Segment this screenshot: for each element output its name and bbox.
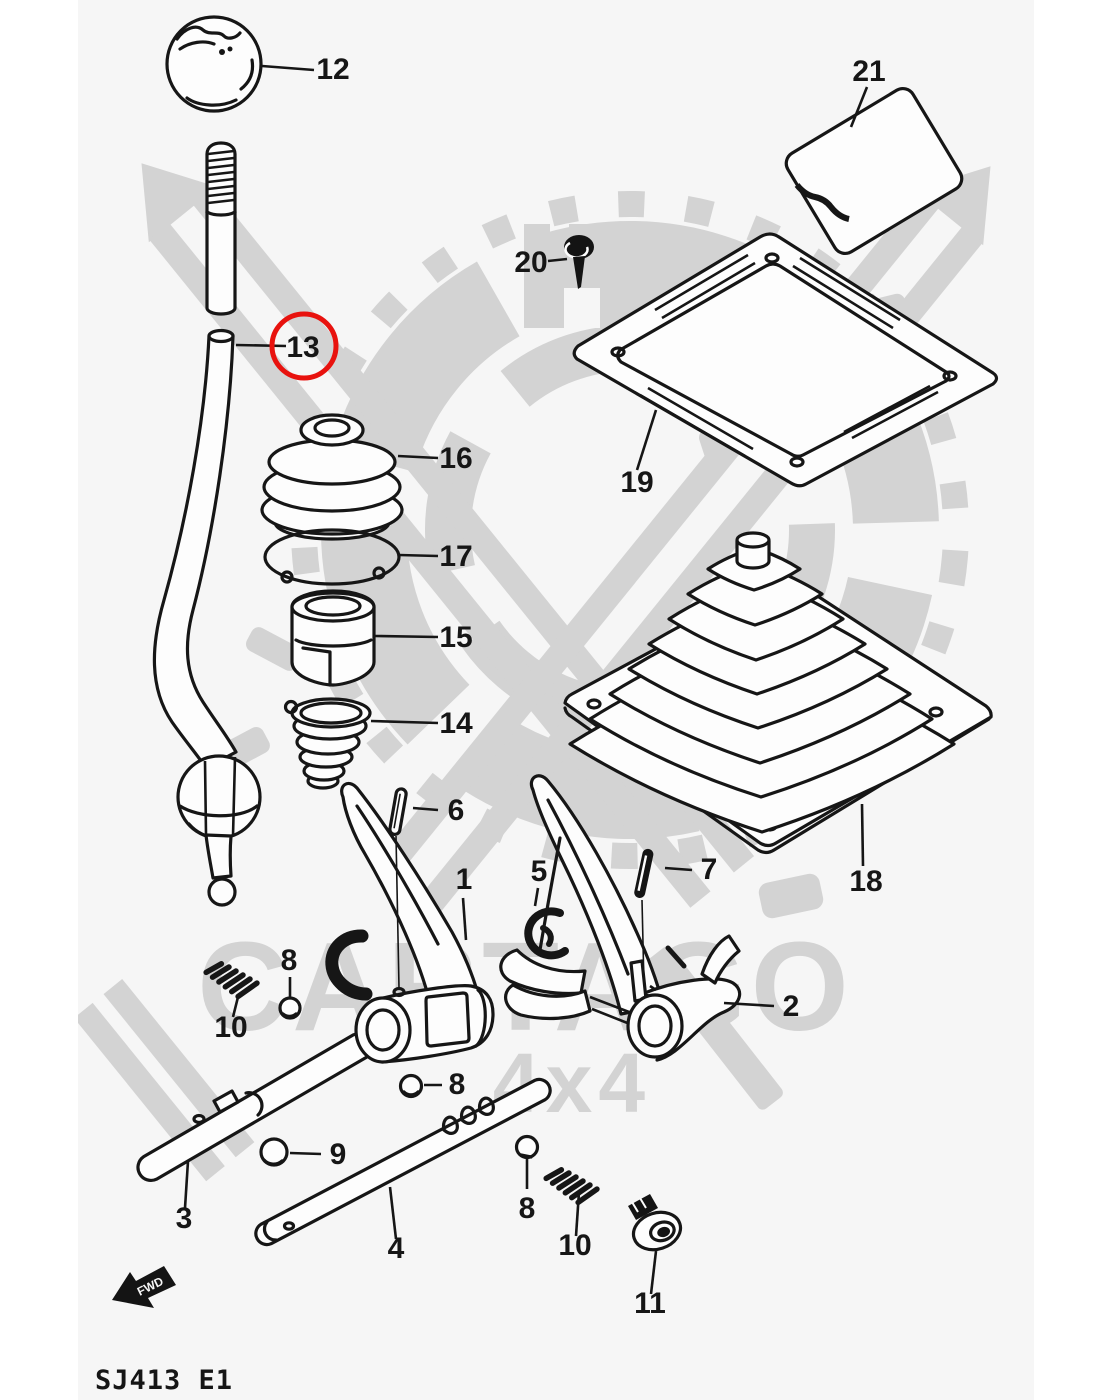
part-8-ball-a — [278, 996, 302, 1020]
part-4-fork-shaft — [254, 1077, 552, 1247]
part-21-label-card — [784, 86, 964, 256]
part-19-plate-frame — [572, 232, 999, 488]
bellows — [568, 531, 956, 834]
part-18-boot-assembly — [563, 531, 993, 855]
part-callout-7: 7 — [701, 853, 718, 886]
lever-threaded-stud — [205, 141, 237, 316]
callout-8b: 8 — [424, 1068, 465, 1101]
part-callout-11: 11 — [634, 1287, 666, 1320]
part-callout-12: 12 — [316, 53, 349, 86]
part-callout-17: 17 — [439, 540, 472, 573]
callout-12: 12 — [261, 53, 350, 86]
part-12-shift-knob — [165, 15, 263, 113]
callout-3: 3 — [176, 1160, 193, 1235]
part-2-shift-fork — [499, 774, 742, 1062]
part-10-spring-b — [543, 1167, 600, 1206]
highlight-circle — [269, 311, 339, 381]
part-callout-10a: 10 — [214, 1011, 247, 1044]
part-callout-8a: 8 — [281, 944, 298, 977]
card-text-squiggle — [794, 183, 850, 222]
part-15-lever-seat — [290, 589, 376, 687]
callout-20: 20 — [514, 246, 568, 279]
part-6-fork-pin — [388, 787, 408, 998]
part-8-ball-c — [514, 1134, 540, 1160]
part-callout-10b: 10 — [558, 1229, 591, 1262]
part-callout-19: 19 — [620, 466, 653, 499]
callout-1: 1 — [456, 863, 473, 941]
callout-8c: 8 — [519, 1158, 536, 1225]
part-callout-5: 5 — [531, 855, 548, 888]
fwd-direction-marker: FWD — [112, 1266, 176, 1308]
callout-17: 17 — [398, 540, 473, 573]
part-13-shift-lever — [152, 328, 262, 907]
part-7-fork-pin — [634, 848, 654, 987]
part-callout-20: 20 — [514, 246, 547, 279]
callout-19: 19 — [620, 409, 658, 499]
part-callout-16: 16 — [439, 442, 472, 475]
part-11-plug — [628, 1194, 683, 1252]
part-callout-8c: 8 — [519, 1192, 536, 1225]
callout-21: 21 — [849, 55, 886, 128]
part-callout-14: 14 — [439, 707, 473, 740]
part-8-ball-b — [398, 1073, 424, 1099]
callout-11: 11 — [634, 1250, 666, 1320]
part-callout-13: 13 — [286, 331, 319, 364]
callout-4: 4 — [388, 1186, 405, 1265]
part-17-retaining-ring — [263, 528, 401, 586]
callout-18: 18 — [849, 803, 883, 898]
part-callout-9: 9 — [330, 1138, 347, 1171]
part-callout-15: 15 — [439, 621, 472, 654]
callout-15: 15 — [374, 621, 473, 654]
fork-1-bore — [354, 996, 412, 1064]
callout-8a: 8 — [281, 944, 298, 999]
footer-model-code: SJ413 E1 — [95, 1365, 233, 1396]
part-callout-1: 1 — [456, 863, 473, 896]
part-5-c-clip — [524, 907, 569, 960]
fork-2-bore — [626, 993, 684, 1059]
callout-7: 7 — [664, 853, 718, 886]
part-callout-2: 2 — [783, 990, 800, 1023]
part-20-screw — [564, 235, 594, 289]
callout-10b: 10 — [558, 1191, 592, 1262]
callout-10a: 10 — [214, 996, 248, 1044]
part-callout-3: 3 — [176, 1202, 193, 1235]
callout-9: 9 — [289, 1138, 347, 1171]
part-callout-4: 4 — [388, 1232, 405, 1265]
part-callout-18: 18 — [849, 865, 882, 898]
part-9-ball — [259, 1137, 289, 1167]
fwd-arrow-icon — [112, 1266, 176, 1308]
callout-5: 5 — [531, 855, 548, 907]
part-10-spring-a — [203, 961, 260, 1000]
callout-2: 2 — [723, 990, 800, 1023]
callout-13-highlighted: 13 — [235, 311, 339, 381]
callout-16: 16 — [397, 442, 473, 475]
part-callout-8b: 8 — [449, 1068, 466, 1101]
callout-6: 6 — [412, 794, 465, 827]
part-callout-6: 6 — [448, 794, 465, 827]
part-callout-21: 21 — [852, 55, 885, 88]
callouts: 12 13 16 17 15 14 6 1 — [176, 53, 886, 1320]
part-16-lever-boot — [260, 413, 404, 541]
part-1-shift-fork — [325, 781, 495, 1064]
callout-14: 14 — [370, 707, 473, 740]
part-14-seat-spring — [283, 697, 372, 790]
